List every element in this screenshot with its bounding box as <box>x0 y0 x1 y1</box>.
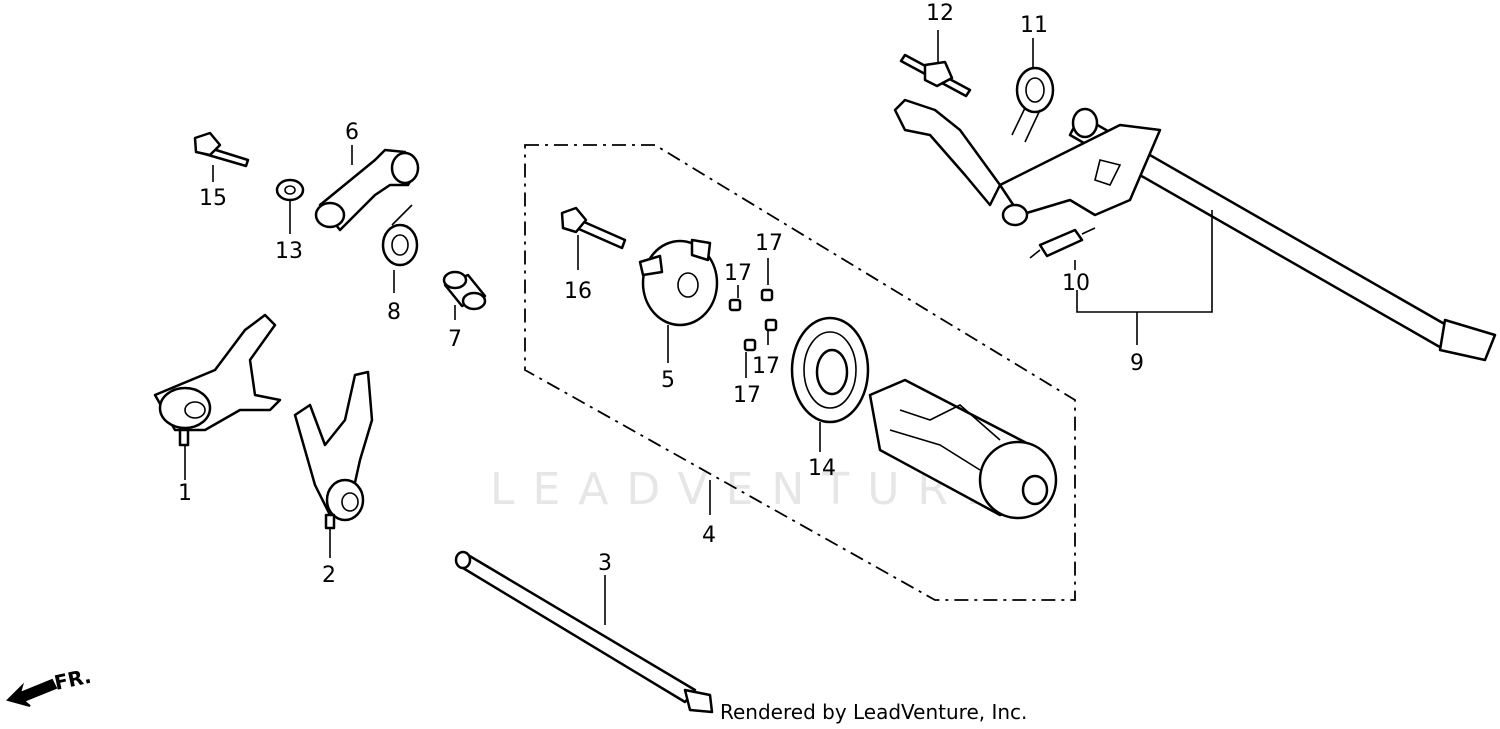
spring-11-part[interactable] <box>1011 66 1055 143</box>
front-direction-arrow-icon: FR. <box>6 664 93 707</box>
callout-3: 3 <box>598 551 612 576</box>
shift-spindle-part[interactable] <box>893 98 1497 362</box>
callout-9: 9 <box>1130 351 1144 376</box>
bolt-12-part[interactable] <box>899 53 972 98</box>
shift-drum-part[interactable] <box>868 378 1058 520</box>
callout-2: 2 <box>322 563 336 588</box>
washer-13-part[interactable] <box>275 178 305 202</box>
callout-12: 12 <box>926 1 954 26</box>
callout-11: 11 <box>1020 13 1048 38</box>
callout-10: 10 <box>1062 271 1090 296</box>
collar-7-part[interactable] <box>442 270 487 311</box>
callout-5: 5 <box>661 368 675 393</box>
fork-shaft-3-part[interactable] <box>454 550 714 714</box>
callout-1: 1 <box>178 481 192 506</box>
front-direction-label: FR. <box>52 664 93 695</box>
shift-fork-2-part[interactable] <box>293 370 374 530</box>
pin-17-parts[interactable] <box>728 288 778 352</box>
callout-17c: 17 <box>752 354 780 379</box>
callout-4: 4 <box>702 523 716 548</box>
callout-labels: 1 2 3 4 5 6 7 8 9 10 11 12 13 14 15 16 1… <box>178 1 1144 588</box>
spring-8-part[interactable] <box>381 204 419 267</box>
render-credit: Rendered by LeadVenture, Inc. <box>720 700 1028 724</box>
shift-fork-1-part[interactable] <box>153 313 282 447</box>
drum-center-5-part[interactable] <box>638 238 719 327</box>
callout-7: 7 <box>448 327 462 352</box>
bolt-16-part[interactable] <box>560 206 627 250</box>
callout-17a: 17 <box>755 231 783 256</box>
bearing-14-part[interactable] <box>790 316 870 424</box>
callout-16: 16 <box>564 279 592 304</box>
watermark: LEADVENTURE <box>490 464 1012 515</box>
callout-17d: 17 <box>733 383 761 408</box>
stopper-arm-6-part[interactable] <box>314 148 420 232</box>
callout-17b: 17 <box>724 261 752 286</box>
leader-lines <box>184 30 1213 625</box>
callout-13: 13 <box>275 239 303 264</box>
callout-15: 15 <box>199 186 227 211</box>
callout-8: 8 <box>387 300 401 325</box>
assembly-boundary <box>524 144 1076 601</box>
bolt-15-part[interactable] <box>193 131 250 168</box>
spring-10-part[interactable] <box>1029 227 1096 259</box>
callout-14: 14 <box>808 456 836 481</box>
callout-6: 6 <box>345 120 359 145</box>
